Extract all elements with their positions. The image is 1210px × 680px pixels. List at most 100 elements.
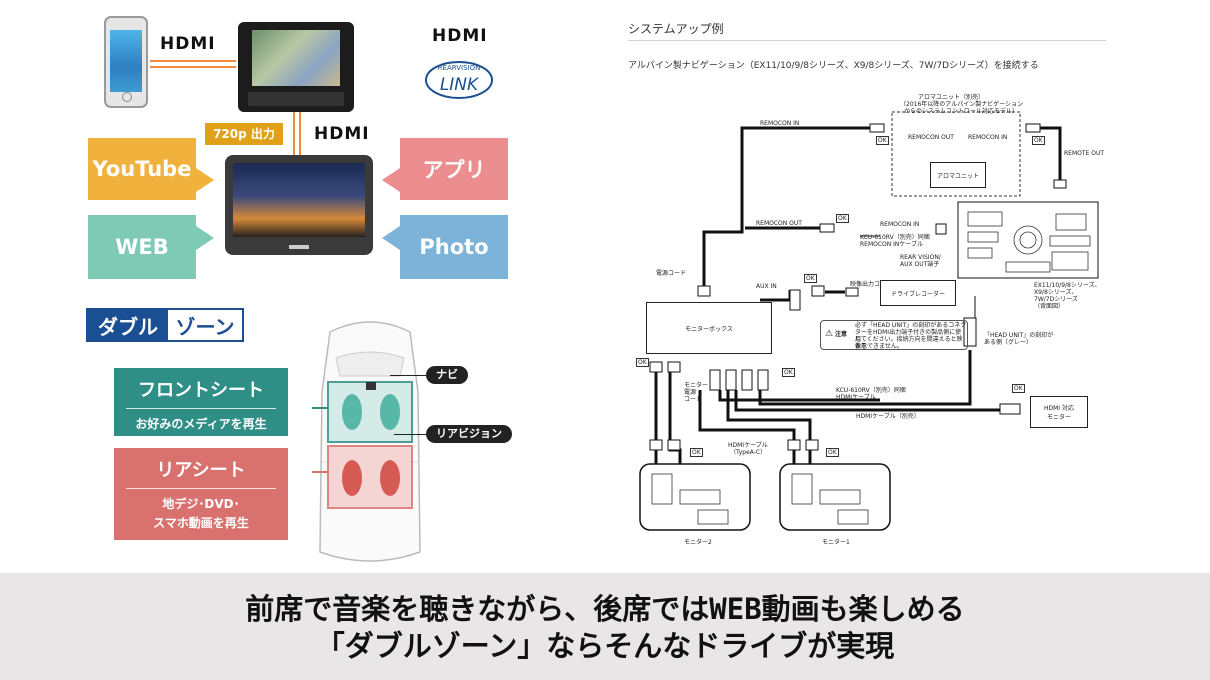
rear-seat-box: リアシート 地デジ･DVD･ スマホ動画を再生 <box>114 448 288 540</box>
hdmi-logo: HDMI <box>432 26 488 46</box>
hdmi-logo: HDMI <box>160 34 216 54</box>
monitor-1-label: モニター1 <box>822 539 850 546</box>
smartphone-image <box>104 16 148 108</box>
hdmi-typeac-label-2: （TypeA-C） <box>730 449 767 456</box>
front-seat-title: フロントシート <box>138 380 264 401</box>
diagram-title: システムアップ例 <box>628 22 724 36</box>
rear-vision-label-1: REAR VISION/ <box>900 254 941 261</box>
ok-badge: OK <box>1032 136 1045 145</box>
monitor-box: モニターボックス <box>646 302 772 354</box>
web-tile: WEB <box>88 215 196 279</box>
rear-seat-desc-line2: スマホ動画を再生 <box>153 516 249 530</box>
remocon-in-label: REMOCON IN <box>760 120 800 127</box>
ok-badge: OK <box>636 358 649 367</box>
caution-icon: ⚠ <box>825 329 834 339</box>
kcu-cable-note-2: REMOCON INケーブル <box>860 241 924 248</box>
aroma-remocon-out-label: REMOCON OUT <box>908 134 954 141</box>
hdmi-cable-separate-label: HDMIケーブル（別売） <box>856 413 920 420</box>
diagram-subtitle: アルパイン製ナビゲーション（EX11/10/9/8シリーズ、X9/8シリーズ、7… <box>628 61 1039 71</box>
ok-badge: OK <box>826 448 839 457</box>
hdmi-monitor-box: HDMI 対応 モニター <box>1030 396 1088 428</box>
ok-badge: OK <box>690 448 703 457</box>
kcu-hdmi-label-1: KCU-610RV（別売）同梱 <box>836 387 906 394</box>
car-topview-illustration <box>312 321 421 562</box>
monitor-2-label: モニター2 <box>684 539 712 546</box>
head-unit-note-1: 「HEAD UNIT」の刻印が <box>984 332 1054 339</box>
aroma-note-3: からのシステムコントロール対応モデル） <box>904 108 1018 115</box>
web-label: WEB <box>115 235 169 259</box>
caution-text-2: ターをHDMI出力端子付きの製品側に使用 <box>855 329 962 343</box>
ex-series-label-1: EX11/10/9/8シリーズ、 <box>1034 282 1101 289</box>
caption-line-1: 前席で音楽を聴きながら、後席ではWEB動画も楽しめる <box>245 592 965 626</box>
rear-monitor-image <box>225 155 373 255</box>
pointer-arrow <box>196 168 214 192</box>
aroma-unit-label: アロマユニット <box>936 172 979 180</box>
aux-in-label: AUX IN <box>756 283 777 290</box>
link-text: LINK <box>440 75 480 95</box>
navi-tag: ナビ <box>426 366 468 384</box>
remote-out-label: REMOTE OUT <box>1064 150 1105 157</box>
rearvision-text: REARVISION <box>438 64 481 72</box>
connector-line <box>293 112 295 156</box>
ok-badge: OK <box>804 274 817 283</box>
kcu-hdmi-label-2: HDMIケーブル <box>836 394 876 401</box>
pointer-arrow <box>196 226 214 250</box>
youtube-tile: YouTube <box>88 138 196 200</box>
monitor-power-label-1: モニター <box>684 382 709 389</box>
monitor-power-label-3: コード <box>684 396 703 403</box>
kcu-remocon-remocon-in: REMOCON IN <box>880 221 920 228</box>
connector-line <box>299 112 301 156</box>
front-seat-desc: お好みのメディアを再生 <box>135 417 267 431</box>
tag-pointer <box>394 434 426 435</box>
hdmi-monitor-label-2: モニター <box>1046 414 1071 421</box>
drive-recorder-box: ドライブレコーダー <box>880 280 956 306</box>
caution-box: ⚠ 注意 必ず「HEAD UNIT」の刻印があるコネク ターをHDMI出力端子付… <box>820 320 968 350</box>
title-divider <box>628 40 1106 41</box>
rear-seat-title: リアシート <box>156 460 246 481</box>
drive-recorder-label: ドライブレコーダー <box>890 290 945 298</box>
hdmi-monitor-label-1: HDMI 対応 <box>1044 405 1074 412</box>
app-label: アプリ <box>422 158 486 182</box>
front-seat-box: フロントシート お好みのメディアを再生 <box>114 368 288 436</box>
ex-series-label-4: （背面図） <box>1034 303 1065 310</box>
caution-text-1: 必ず「HEAD UNIT」の刻印があるコネク <box>855 322 967 329</box>
tag-pointer <box>390 375 426 376</box>
navigation-unit-image <box>238 22 354 112</box>
ex-series-label-2: X9/8シリーズ、 <box>1034 289 1078 296</box>
aroma-unit-box: アロマユニット <box>930 162 986 188</box>
rearvision-tag: リアビジョン <box>426 425 512 443</box>
left-infographic: HDMI HDMI REARVISION LINK 720p 出力 HDMI Y… <box>0 0 560 570</box>
double-zone-part1: ダブル <box>88 310 168 340</box>
youtube-label: YouTube <box>92 157 192 181</box>
connector-line <box>150 66 236 68</box>
caption-line-2: 「ダブルゾーン」ならそんなドライブが実現 <box>315 629 895 663</box>
head-unit-note-2: ある側（グレー） <box>984 339 1033 346</box>
output-720p-badge: 720p 出力 <box>205 123 283 145</box>
caution-label: 注意 <box>835 331 848 338</box>
monitor-box-label: モニターボックス <box>685 325 733 333</box>
aroma-note-1: アロマユニット（別売） <box>918 94 985 101</box>
hdmi-logo: HDMI <box>314 124 370 144</box>
ok-badge: OK <box>876 136 889 145</box>
rear-seat-desc-line1: 地デジ･DVD･ <box>162 497 240 511</box>
ok-badge: OK <box>782 368 795 377</box>
video-cable-label: 映像出力コード <box>850 281 893 288</box>
ok-badge: OK <box>1012 384 1025 393</box>
caution-text-4: 表示できません。 <box>855 343 903 350</box>
photo-label: Photo <box>419 235 489 259</box>
ok-badge: OK <box>836 214 849 223</box>
rearvision-link-logo: REARVISION LINK <box>422 56 496 102</box>
monitor-power-label-2: 電源 <box>684 389 697 396</box>
pointer-arrow <box>382 168 400 192</box>
wiring-lines <box>639 111 1099 531</box>
pointer-arrow <box>382 226 400 250</box>
aroma-note-2: （2016年以降のアルパイン製ナビゲーション <box>900 101 1024 108</box>
hdmi-typeac-label-1: HDMIケーブル <box>728 442 768 449</box>
app-tile: アプリ <box>400 138 508 200</box>
connector-line <box>150 60 236 62</box>
kcu-cable-note-1: KCU-610RV（別売）同梱 <box>860 234 930 241</box>
photo-tile: Photo <box>400 215 508 279</box>
double-zone-part2: ゾーン <box>168 310 242 340</box>
caution-text-3: してください。接続方向を間違えると映像を <box>855 336 963 350</box>
power-cord-label: 電源コード <box>656 270 687 277</box>
